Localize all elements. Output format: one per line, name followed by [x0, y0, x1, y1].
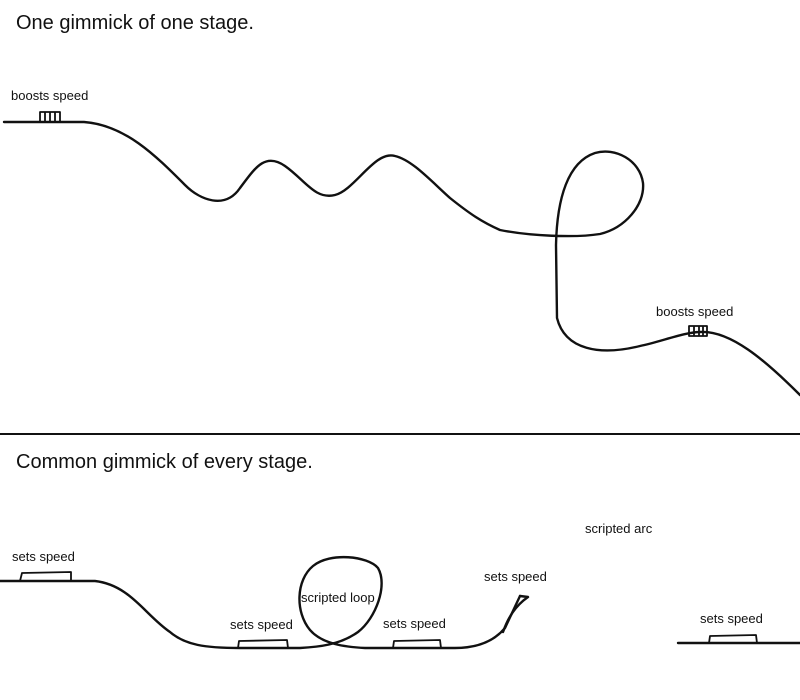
boost-label-right: boosts speed [656, 304, 734, 319]
bottom-track-path [0, 555, 522, 650]
booster-icon-left [39, 111, 61, 123]
top-panel-title: One gimmick of one stage. [16, 12, 254, 34]
booster-icon-right [688, 325, 708, 337]
boost-label-left: boosts speed [11, 88, 89, 103]
top-track-path [2, 120, 800, 397]
sets-speed-label-ramp: sets speed [484, 569, 547, 584]
scripted-loop-label: scripted loop [301, 590, 375, 605]
speed-pad-after-loop [392, 639, 442, 649]
sets-speed-label-left: sets speed [12, 549, 75, 564]
bottom-panel-title: Common gimmick of every stage. [16, 451, 313, 473]
ramp-lip [501, 594, 530, 634]
speed-pad-mid [237, 639, 289, 649]
speed-pad-left [19, 571, 72, 582]
sets-speed-label-mid: sets speed [230, 617, 293, 632]
scripted-arc-label: scripted arc [585, 521, 653, 536]
speed-pad-right [708, 634, 758, 644]
sets-speed-label-after-loop: sets speed [383, 616, 446, 631]
sets-speed-label-right: sets speed [700, 611, 763, 626]
